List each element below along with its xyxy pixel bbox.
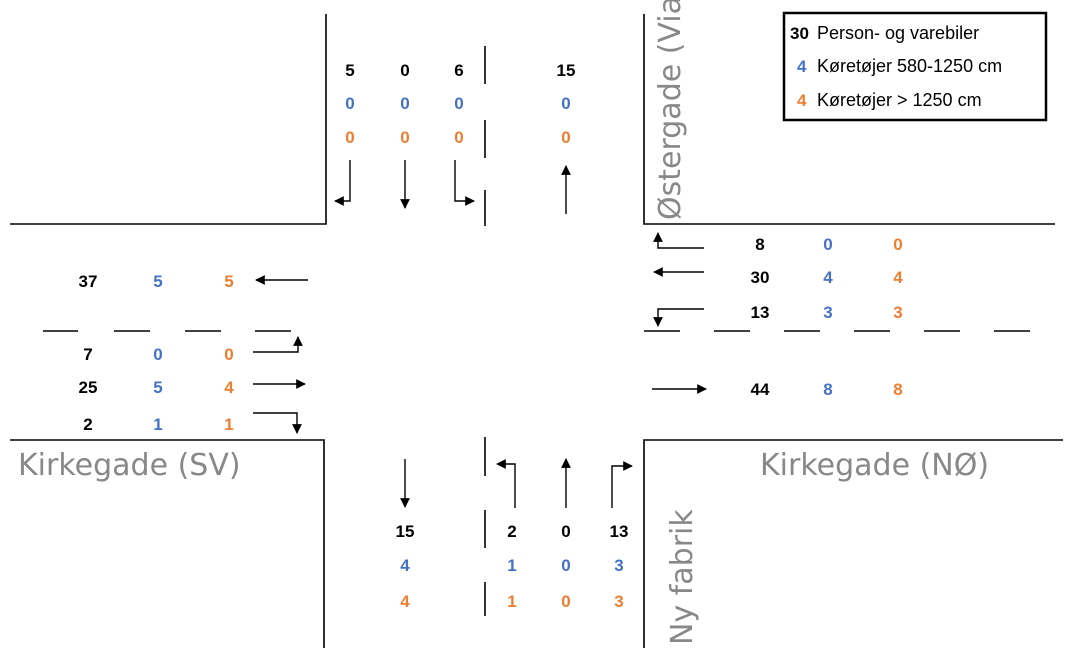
count-cars: 6: [454, 61, 463, 80]
legend-value-cars: 30: [790, 24, 809, 43]
legend-value-large: 4: [797, 91, 807, 110]
count-large: 5: [224, 272, 233, 291]
road-edges: [10, 14, 1063, 648]
legend-label-cars: Person- og varebiler: [817, 23, 979, 43]
arrow-right-turn-icon: [253, 412, 302, 434]
legend-label-medium: Køretøjer 580-1250 cm: [817, 56, 1002, 76]
count-medium: 4: [400, 556, 410, 575]
arrow-right-turn-icon: [653, 232, 704, 249]
count-cars: 7: [83, 345, 92, 364]
count-cars: 2: [83, 415, 92, 434]
count-medium: 8: [823, 380, 832, 399]
count-large: 8: [893, 380, 902, 399]
count-large: 0: [345, 128, 354, 147]
count-cars: 13: [610, 522, 629, 541]
count-cars: 0: [561, 522, 570, 541]
count-large: 3: [614, 592, 623, 611]
count-large: 4: [224, 378, 234, 397]
road-label-ny-fabrik: Ny fabrik: [665, 509, 700, 645]
count-cars: 30: [751, 268, 770, 287]
legend: 30 Person- og varebiler 4 Køretøjer 580-…: [782, 11, 1048, 122]
east-approach-counts: 8 0 0 30 4 4 13 3 3 44 8 8: [751, 235, 904, 399]
count-medium: 4: [823, 268, 833, 287]
arrow-left-turn-icon: [253, 336, 303, 353]
count-medium: 3: [823, 303, 832, 322]
count-large: 0: [224, 345, 233, 364]
count-large: 0: [893, 235, 902, 254]
movement-arrows: [253, 160, 707, 508]
arrow-left-turn-icon: [454, 160, 475, 206]
count-large: 0: [400, 128, 409, 147]
count-medium: 5: [153, 378, 162, 397]
road-edge-se: [643, 439, 1063, 648]
count-cars: 37: [79, 272, 98, 291]
road-edge-nw: [10, 14, 327, 225]
arrow-left-turn-icon: [653, 308, 704, 327]
count-medium: 0: [561, 556, 570, 575]
count-large: 1: [224, 415, 233, 434]
legend-box: [782, 11, 1048, 122]
road-label-kirkegade-sv: Kirkegade (SV): [18, 448, 241, 483]
road-label-kirkegade-no: Kirkegade (NØ): [760, 448, 989, 483]
road-label-ostergade: Østergade (Viadukt): [653, 0, 688, 220]
north-approach-counts: 5 0 6 15 0 0 0 0 0 0 0 0: [345, 61, 575, 147]
south-approach-counts: 15 2 0 13 4 1 0 3 4 1 0 3: [396, 522, 629, 611]
count-medium: 0: [400, 94, 409, 113]
road-edge-ne: [643, 14, 1055, 225]
west-approach-counts: 37 5 5 7 0 0 25 5 4 2 1 1: [79, 272, 235, 434]
legend-label-large: Køretøjer > 1250 cm: [817, 90, 982, 110]
count-cars: 25: [79, 378, 98, 397]
count-cars: 15: [557, 61, 576, 80]
arrow-right-turn-icon: [334, 160, 351, 206]
count-cars: 2: [507, 522, 516, 541]
count-medium: 1: [507, 556, 516, 575]
count-large: 4: [400, 592, 410, 611]
count-cars: 44: [751, 380, 770, 399]
arrow-right-turn-icon: [611, 461, 633, 508]
count-medium: 0: [823, 235, 832, 254]
count-cars: 15: [396, 522, 415, 541]
count-medium: 0: [454, 94, 463, 113]
road-edge-sw: [10, 439, 325, 648]
count-medium: 3: [614, 556, 623, 575]
count-cars: 13: [751, 303, 770, 322]
count-large: 4: [893, 268, 903, 287]
count-medium: 5: [153, 272, 162, 291]
count-medium: 0: [153, 345, 162, 364]
count-large: 3: [893, 303, 902, 322]
count-cars: 5: [345, 61, 354, 80]
legend-value-medium: 4: [797, 57, 807, 76]
count-large: 0: [454, 128, 463, 147]
count-large: 1: [507, 592, 516, 611]
arrow-left-turn-icon: [496, 459, 516, 508]
count-medium: 0: [561, 94, 570, 113]
count-medium: 0: [345, 94, 354, 113]
lane-markings: [43, 46, 1030, 616]
count-large: 0: [561, 128, 570, 147]
count-large: 0: [561, 592, 570, 611]
count-medium: 1: [153, 415, 162, 434]
count-cars: 0: [400, 61, 409, 80]
count-cars: 8: [755, 235, 764, 254]
